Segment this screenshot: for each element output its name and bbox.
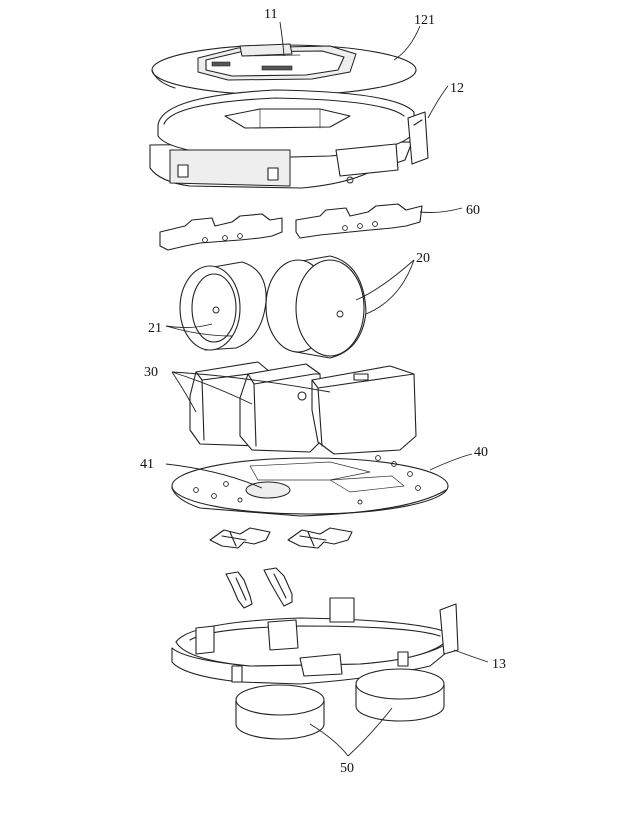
leader-lines [165,21,489,757]
puck-left [235,684,325,740]
left-cylinder [179,261,267,351]
box-right [311,365,417,455]
circuit-board [171,455,449,517]
puck-right [355,668,445,722]
terminal-left [225,571,253,609]
label-50: 50 [340,761,354,776]
right-clip [295,203,423,239]
label-13: 13 [492,657,506,672]
label-11: 11 [264,7,277,22]
label-30: 30 [144,365,158,380]
electronic-module [197,43,357,81]
box-middle [239,363,323,453]
label-41: 41 [140,457,154,472]
left-clip [159,213,283,251]
label-20: 20 [416,251,430,266]
contact-spring-left [209,527,271,549]
label-21: 21 [148,321,162,336]
terminal-right [263,567,293,607]
label-121: 121 [414,13,435,28]
right-cylinder [265,255,367,359]
label-40: 40 [474,445,488,460]
contact-spring-right [287,527,353,549]
label-60: 60 [466,203,480,218]
upper-housing [149,89,429,189]
label-12: 12 [450,81,464,96]
